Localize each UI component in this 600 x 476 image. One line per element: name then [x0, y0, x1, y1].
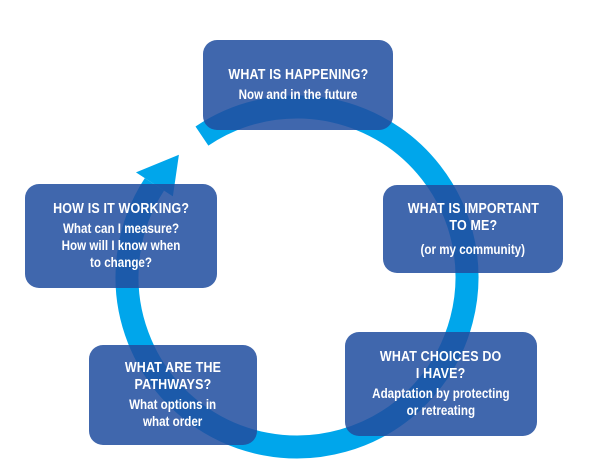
step-title: WHAT IS HAPPENING? — [228, 67, 368, 84]
title-line: PATHWAYS? — [134, 377, 212, 393]
step-what-pathways: WHAT ARE THE PATHWAYS? What options in w… — [89, 345, 257, 445]
step-how-is-it-working: HOW IS IT WORKING? What can I measure? H… — [25, 184, 217, 288]
step-what-is-happening: WHAT IS HAPPENING? Now and in the future — [203, 40, 393, 130]
subtitle-line: or retreating — [406, 403, 476, 418]
step-title: HOW IS IT WORKING? — [53, 201, 189, 218]
step-subtitle: Now and in the future — [239, 86, 358, 103]
title-line: HOW IS IT WORKING? — [52, 201, 190, 217]
subtitle-line: Adaptation by protecting — [372, 386, 510, 401]
title-line: WHAT IS IMPORTANT — [407, 200, 539, 217]
step-subtitle: What can I measure? How will I know when… — [62, 220, 181, 271]
step-what-choices: WHAT CHOICES DO I HAVE? Adaptation by pr… — [345, 332, 537, 436]
subtitle-line: what order — [143, 414, 203, 429]
subtitle-line: How will I know when — [61, 238, 181, 253]
title-line: WHAT CHOICES DO — [380, 349, 502, 365]
title-line: I HAVE? — [416, 366, 466, 382]
title-line: TO ME? — [449, 217, 497, 234]
step-subtitle: What options in what order — [129, 396, 216, 430]
title-line: WHAT ARE THE — [124, 360, 222, 376]
step-title: WHAT IS IMPORTANT TO ME? — [407, 201, 538, 235]
subtitle-line: (or my community) — [420, 241, 526, 257]
subtitle-line: Now and in the future — [238, 87, 358, 102]
step-title: WHAT CHOICES DO I HAVE? — [380, 349, 502, 383]
step-subtitle: (or my community) — [421, 241, 526, 258]
subtitle-line: What options in — [129, 397, 217, 412]
step-title: WHAT ARE THE PATHWAYS? — [125, 360, 221, 394]
title-line: WHAT IS HAPPENING? — [227, 67, 369, 83]
step-subtitle: Adaptation by protecting or retreating — [372, 385, 509, 419]
subtitle-line: to change? — [90, 255, 152, 270]
step-what-is-important: WHAT IS IMPORTANT TO ME? (or my communit… — [383, 185, 563, 273]
subtitle-line: What can I measure? — [62, 221, 180, 236]
